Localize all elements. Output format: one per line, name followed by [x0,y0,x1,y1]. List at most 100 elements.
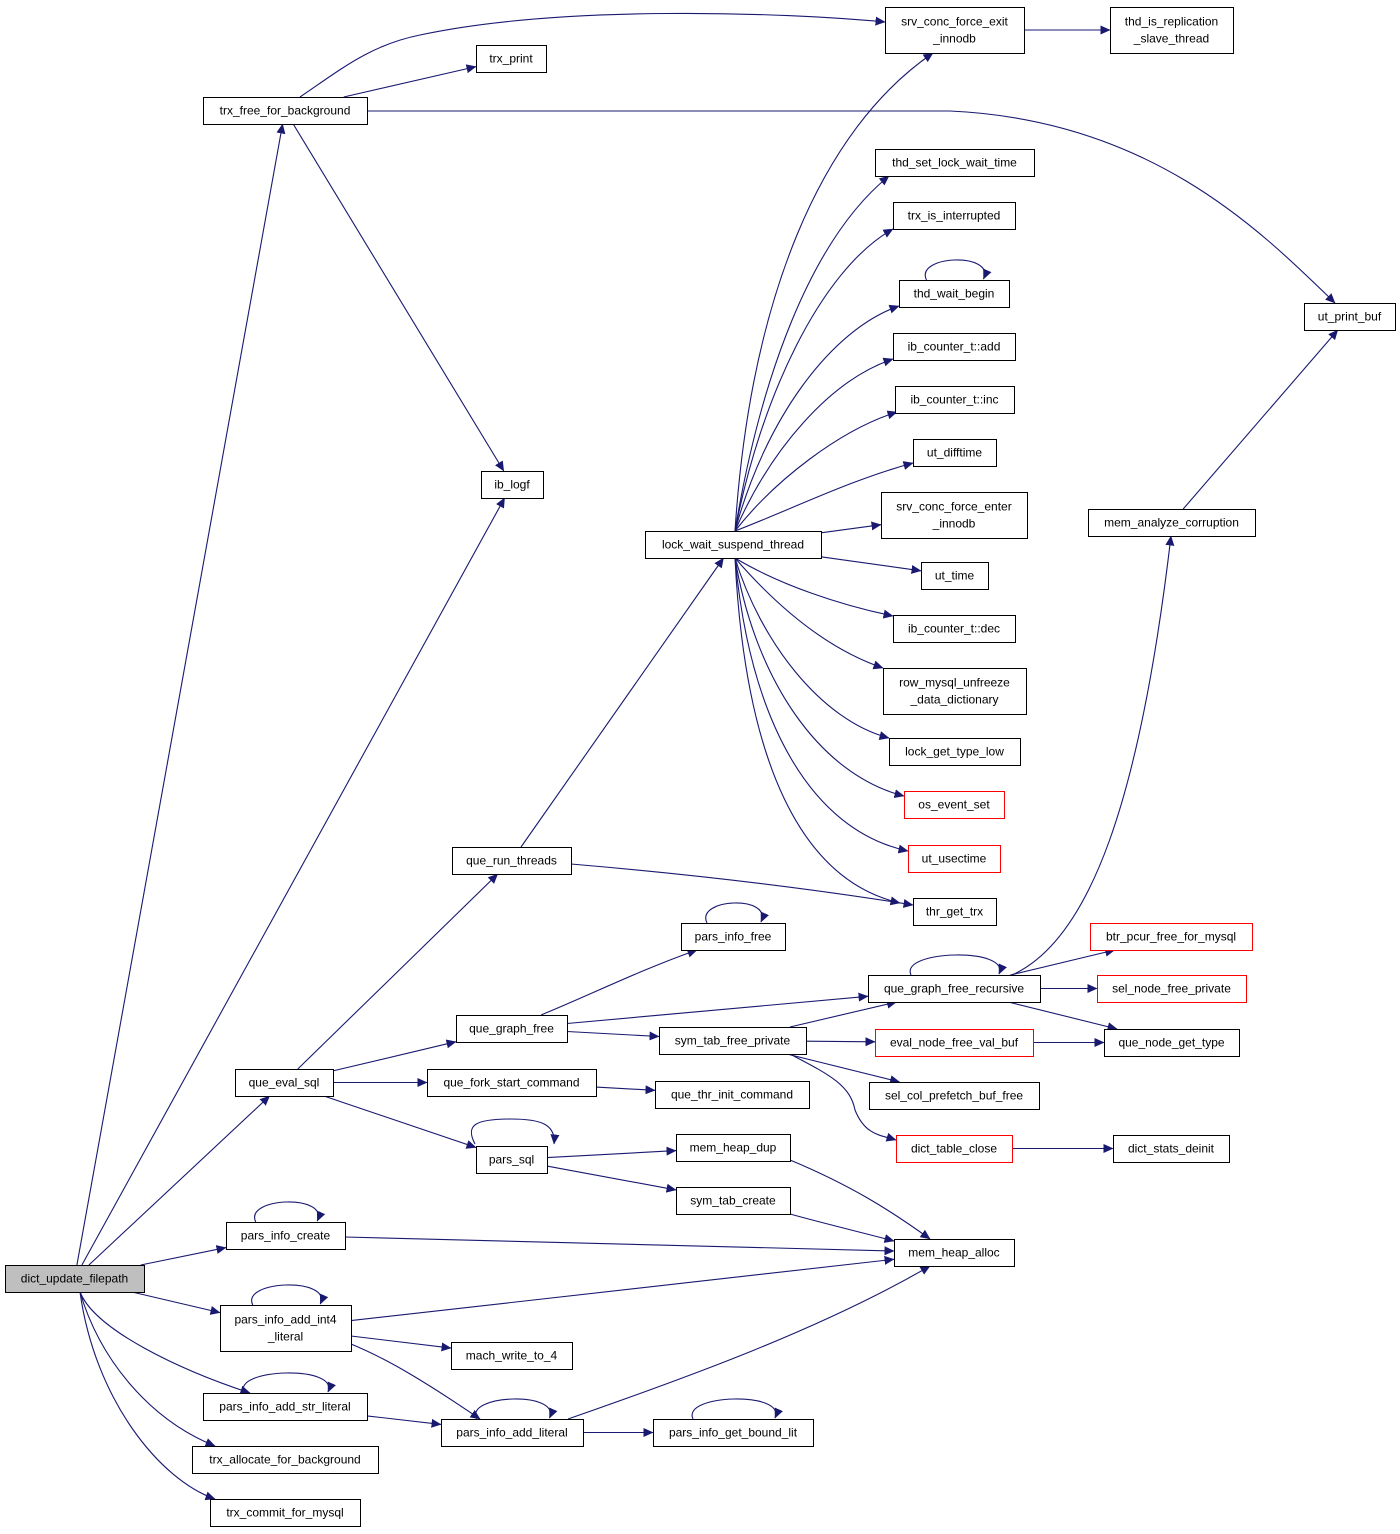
node-btr-pcur-free-for-mysql[interactable]: btr_pcur_free_for_mysql [1090,923,1253,951]
node-eval-node-free-val-buf[interactable]: eval_node_free_val_buf [875,1029,1034,1057]
node-que-run-threads[interactable]: que_run_threads [452,847,572,875]
node-sym-tab-free-private[interactable]: sym_tab_free_private [659,1027,807,1055]
node-box [220,1305,352,1352]
node-label: thd_is_replication_slave_thread [1125,15,1218,46]
node-os-event-set[interactable]: os_event_set [904,791,1005,819]
node-pars-info-add-literal[interactable]: pars_info_add_literal [441,1419,584,1447]
node-thr-get-trx[interactable]: thr_get_trx [913,898,997,926]
node-label: que_fork_start_command [443,1076,579,1090]
node-label: que_node_get_type [1118,1036,1224,1050]
node-dict-update-filepath[interactable]: dict_update_filepath [5,1265,145,1293]
node-srv-conc-force-exit-innodb[interactable]: srv_conc_force_exit_innodb [885,7,1025,54]
node-label: mem_analyze_corruption [1104,516,1239,530]
node-label: srv_conc_force_enter_innodb [896,500,1011,531]
node-label: ut_usectime [922,852,987,866]
node-que-thr-init-command[interactable]: que_thr_init_command [655,1081,810,1109]
edge-dict-update-filepath-to-trx-allocate-for-background [79,1291,216,1447]
edge-lock-wait-suspend-thread-to-srv-conc-force-enter-innodb [820,521,882,534]
node-mem-heap-dup[interactable]: mem_heap_dup [676,1134,791,1162]
node-trx-print[interactable]: trx_print [476,45,547,73]
node-sym-tab-create[interactable]: sym_tab_create [676,1187,791,1215]
node-box [659,1027,807,1055]
node-box [1110,7,1234,54]
edge-pars-sql-to-sym-tab-create [546,1165,677,1193]
node-box [1304,303,1396,331]
edge-lock-wait-suspend-thread-to-row-mysql-unfreeze-data-dictionary [734,557,884,670]
node-label: btr_pcur_free_for_mysql [1106,930,1236,944]
node-ib-logf[interactable]: ib_logf [481,471,544,499]
node-ib-counter-t-add[interactable]: ib_counter_t::add [893,333,1016,361]
edge-que-graph-free-recursive-to-que-graph-free-recursive [909,954,1007,976]
node-box [889,738,1021,766]
node-box [676,1134,791,1162]
node-dict-table-close[interactable]: dict_table_close [896,1135,1013,1163]
node-ut-print-buf[interactable]: ut_print_buf [1304,303,1396,331]
node-ut-time[interactable]: ut_time [921,562,989,590]
edge-layer [76,12,1339,1501]
node-pars-info-get-bound-lit[interactable]: pars_info_get_bound_lit [653,1419,814,1447]
node-thd-wait-begin[interactable]: thd_wait_begin [899,280,1010,308]
node-ib-counter-t-dec[interactable]: ib_counter_t::dec [893,615,1016,643]
node-ib-counter-t-inc[interactable]: ib_counter_t::inc [895,386,1015,414]
node-pars-sql[interactable]: pars_sql [476,1146,548,1174]
node-mem-heap-alloc[interactable]: mem_heap_alloc [894,1239,1015,1267]
node-que-fork-start-command[interactable]: que_fork_start_command [427,1069,597,1097]
node-box [895,386,1015,414]
node-pars-info-add-str-literal[interactable]: pars_info_add_str_literal [203,1393,368,1421]
node-box [1088,509,1256,537]
node-box [913,439,997,467]
edge-que-graph-free-recursive-to-que-node-get-type [1008,1001,1118,1032]
node-box [210,1499,361,1527]
node-que-graph-free-recursive[interactable]: que_graph_free_recursive [868,975,1041,1003]
node-box [676,1187,791,1215]
node-thd-set-lock-wait-time[interactable]: thd_set_lock_wait_time [875,149,1035,177]
edge-trx-free-for-background-to-srv-conc-force-exit-innodb [299,12,886,98]
node-label: thd_set_lock_wait_time [892,156,1017,170]
node-ut-usectime[interactable]: ut_usectime [908,845,1001,873]
node-box [1113,1135,1230,1163]
node-trx-commit-for-mysql[interactable]: trx_commit_for_mysql [210,1499,361,1527]
node-que-eval-sql[interactable]: que_eval_sql [235,1069,334,1097]
node-label: os_event_set [918,798,990,812]
node-box [869,1082,1040,1110]
node-ut-difftime[interactable]: ut_difftime [913,439,997,467]
edge-dict-update-filepath-to-pars-info-add-int4-literal [131,1291,221,1315]
node-lock-wait-suspend-thread[interactable]: lock_wait_suspend_thread [645,531,822,559]
node-thd-is-replication-slave-thread[interactable]: thd_is_replication_slave_thread [1110,7,1234,54]
node-dict-stats-deinit[interactable]: dict_stats_deinit [1113,1135,1230,1163]
edge-pars-info-create-to-pars-info-create [254,1201,326,1223]
node-box [1104,1029,1240,1057]
node-row-mysql-unfreeze-data-dictionary[interactable]: row_mysql_unfreeze_data_dictionary [883,668,1027,715]
node-box [681,923,786,951]
node-label: row_mysql_unfreeze_data_dictionary [899,676,1010,707]
node-que-graph-free[interactable]: que_graph_free [456,1015,568,1043]
edge-pars-info-add-str-literal-to-pars-info-add-str-literal [242,1372,336,1394]
edge-que-eval-sql-to-que-run-threads [297,873,499,1070]
node-trx-allocate-for-background[interactable]: trx_allocate_for_background [192,1446,379,1474]
node-box [5,1265,145,1293]
node-label: thd_wait_begin [914,287,995,301]
node-lock-get-type-low[interactable]: lock_get_type_low [889,738,1021,766]
node-mach-write-to-4[interactable]: mach_write_to_4 [451,1342,573,1370]
node-srv-conc-force-enter-innodb[interactable]: srv_conc_force_enter_innodb [881,492,1028,539]
node-label: dict_stats_deinit [1128,1142,1215,1156]
node-layer: dict_update_filepath trx_free_for_backgro… [5,7,1396,1527]
node-pars-info-add-int4-literal[interactable]: pars_info_add_int4_literal [220,1305,352,1352]
node-que-node-get-type[interactable]: que_node_get_type [1104,1029,1240,1057]
edge-pars-info-add-literal-to-pars-info-add-literal [475,1398,558,1420]
node-pars-info-free[interactable]: pars_info_free [681,923,786,951]
node-pars-info-create[interactable]: pars_info_create [226,1222,346,1250]
node-label: sym_tab_free_private [675,1034,791,1048]
edge-que-graph-free-to-que-graph-free-recursive [566,992,869,1025]
node-box [883,668,1027,715]
node-sel-col-prefetch-buf-free[interactable]: sel_col_prefetch_buf_free [869,1082,1040,1110]
node-trx-free-for-background[interactable]: trx_free_for_background [203,97,368,125]
node-label: mem_heap_dup [690,1141,777,1155]
edge-pars-info-add-int4-literal-to-pars-info-add-int4-literal [251,1284,329,1306]
node-box [875,1029,1034,1057]
node-sel-node-free-private[interactable]: sel_node_free_private [1097,975,1247,1003]
node-mem-analyze-corruption[interactable]: mem_analyze_corruption [1088,509,1256,537]
node-trx-is-interrupted[interactable]: trx_is_interrupted [893,202,1016,230]
node-label: mach_write_to_4 [466,1349,558,1363]
edge-lock-wait-suspend-thread-to-thr-get-trx [734,557,901,906]
